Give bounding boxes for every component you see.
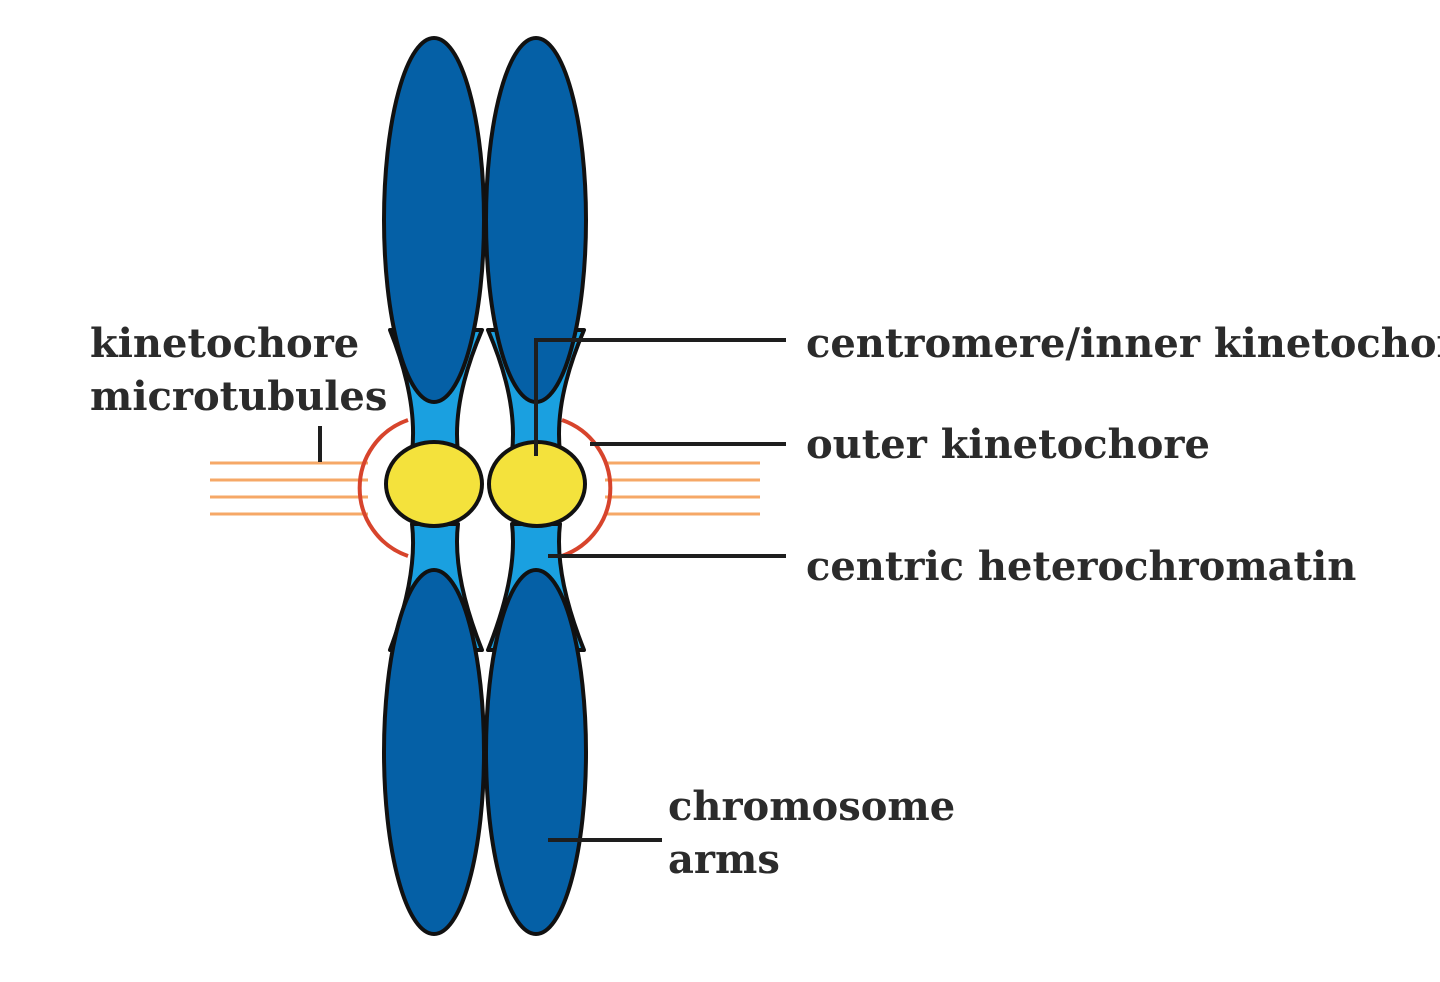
centromere-left xyxy=(384,440,484,528)
label-chromosome-arms-line2: arms xyxy=(668,836,780,883)
chromosome-arm-lower-left xyxy=(382,568,486,936)
chromatid-right xyxy=(484,36,588,936)
label-outer-kinetochore: outer kinetochore xyxy=(806,421,1210,468)
label-kinetochore-microtubules-line2: microtubules xyxy=(90,373,387,420)
leader-lines xyxy=(318,338,786,842)
microtubules-right xyxy=(605,461,760,516)
outer-kinetochore-right xyxy=(561,418,613,558)
chromatid-left xyxy=(382,36,486,936)
outer-kinetochore-left xyxy=(357,418,409,558)
label-kinetochore-microtubules-line1: kinetochore xyxy=(90,320,359,367)
chromosome-arm-upper-left xyxy=(382,36,486,404)
chromosome-arm-lower-right xyxy=(484,568,588,936)
microtubules-left xyxy=(210,461,368,516)
label-centric-heterochromatin: centric heterochromatin xyxy=(806,543,1356,590)
leader-centromere xyxy=(534,338,786,456)
label-centromere-inner-kinetochore: centromere/inner kinetochore xyxy=(806,320,1440,367)
label-chromosome-arms-line1: chromosome xyxy=(668,783,955,830)
